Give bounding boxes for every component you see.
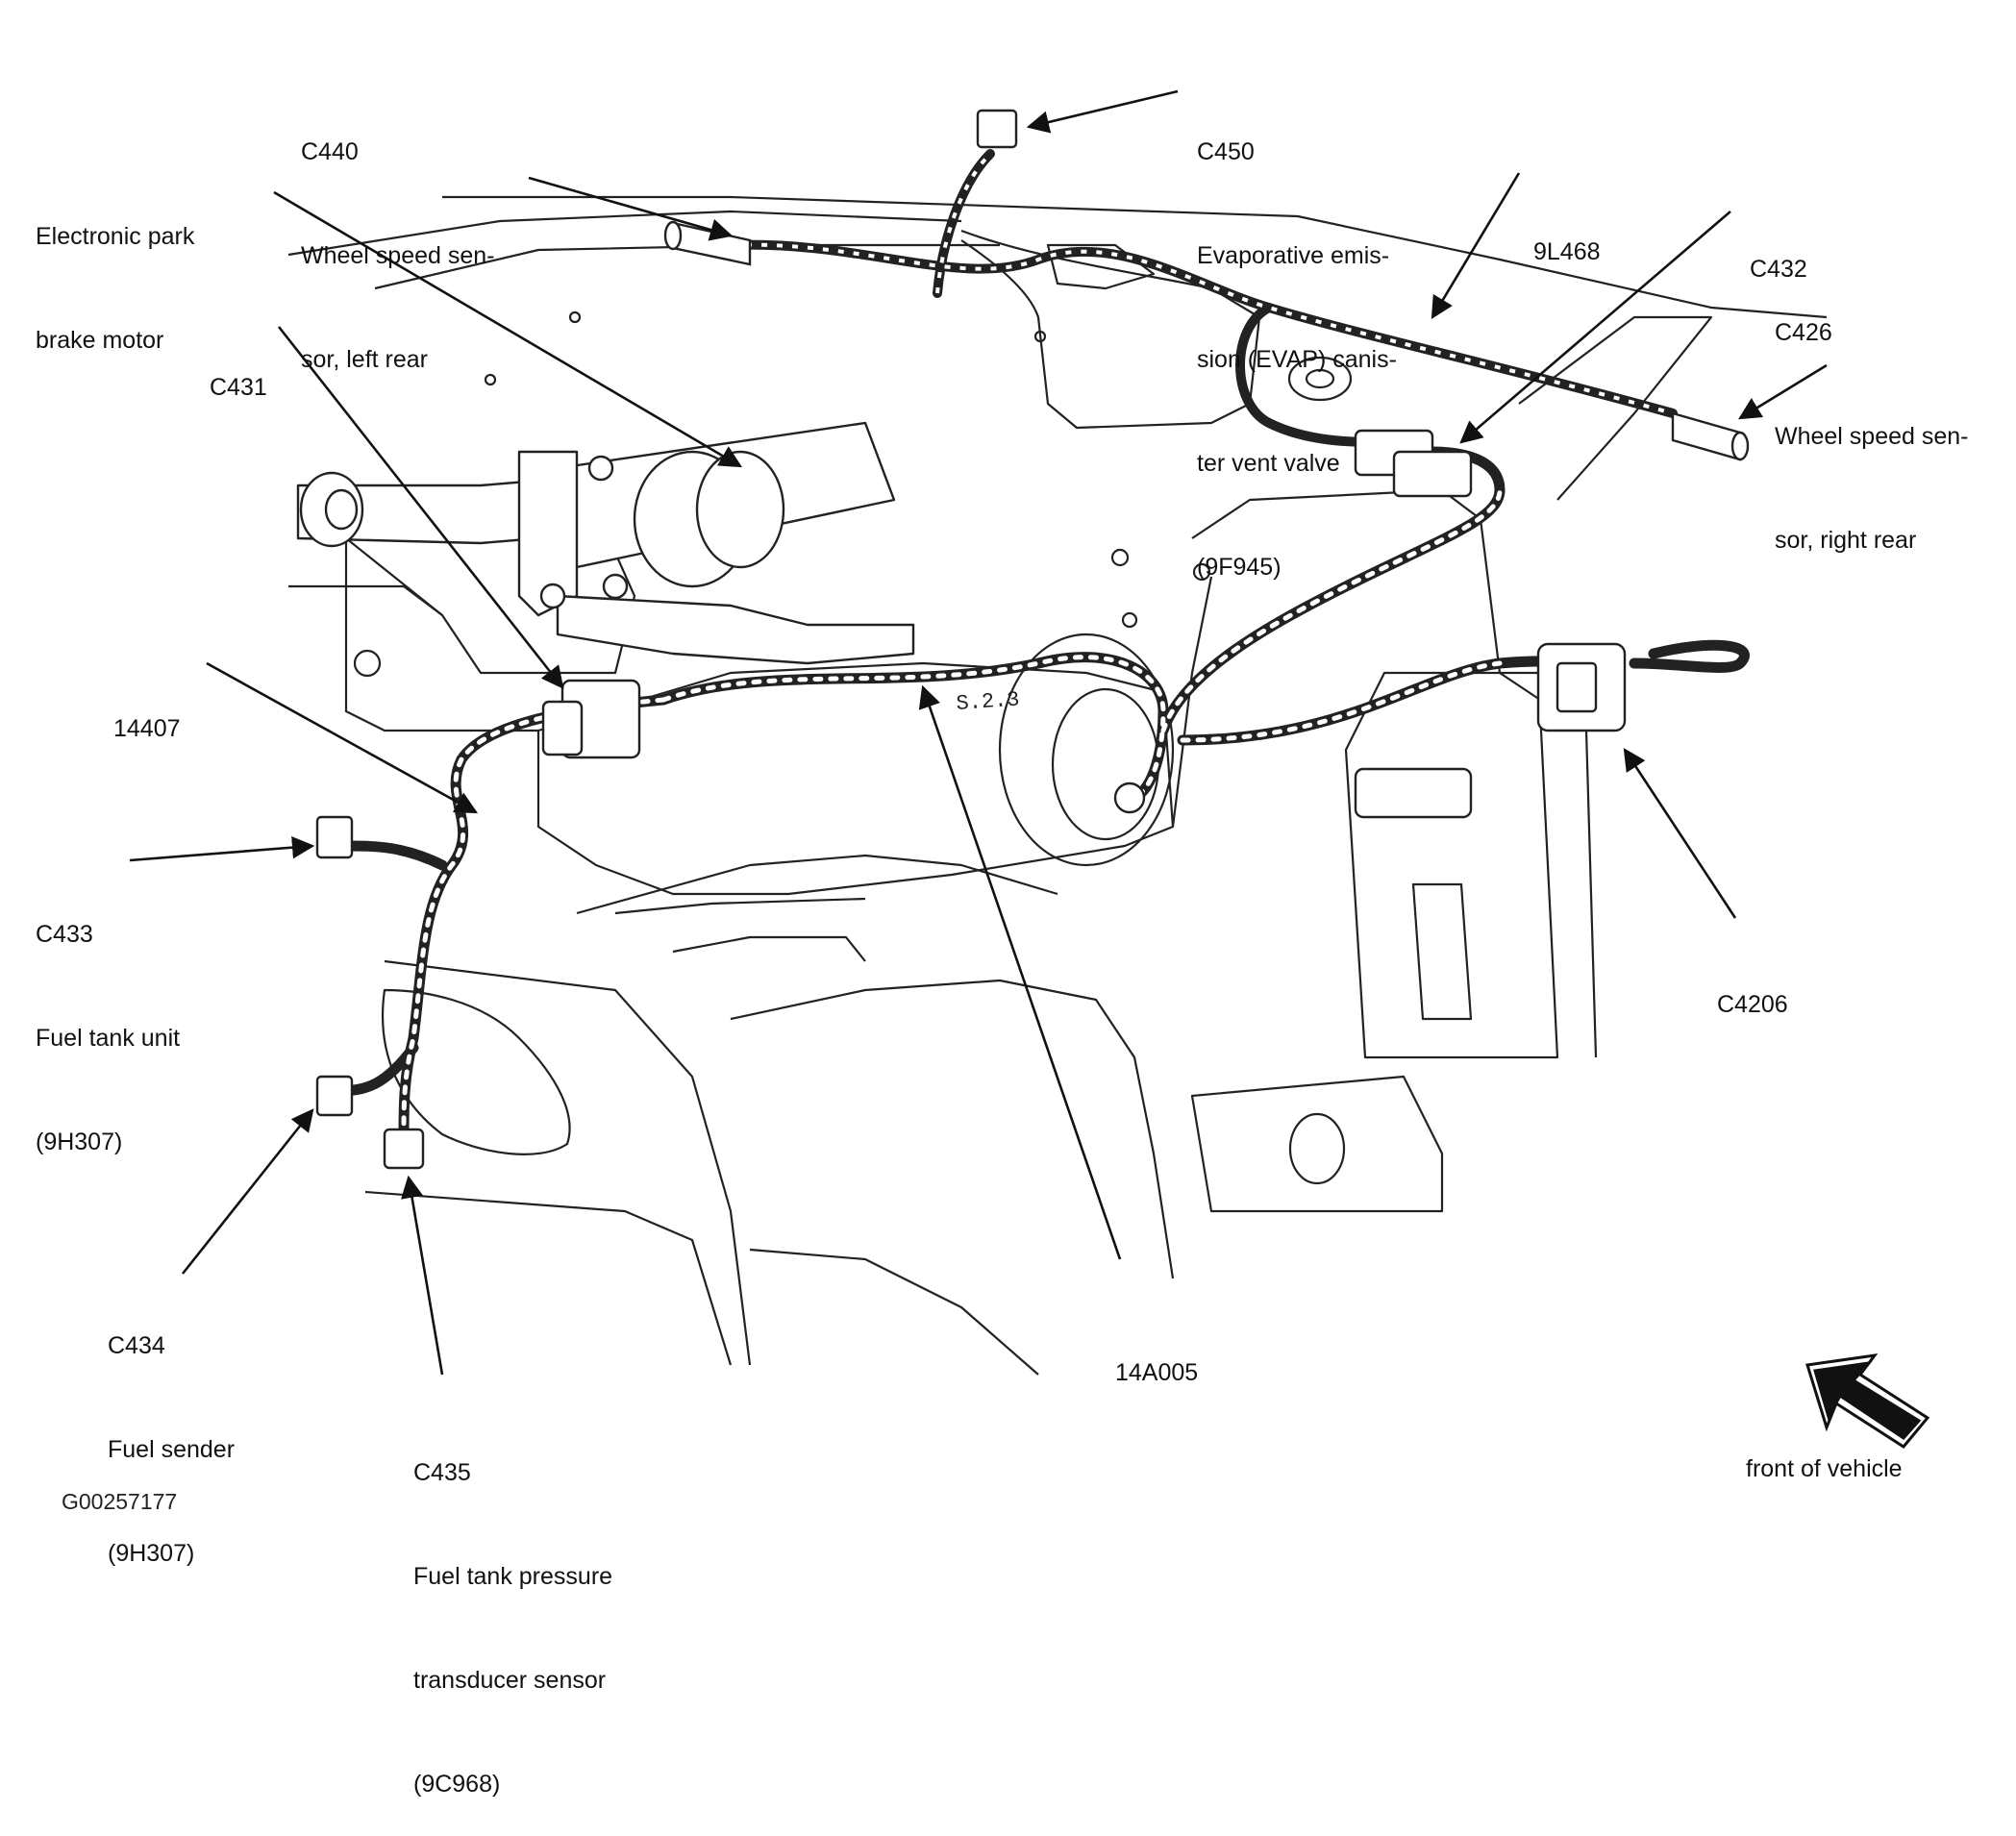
callout-c450: C450 Evaporative emis- sion (EVAP) canis… [1197,65,1397,619]
c435-line-3: transducer sensor [413,1667,607,1694]
9l468-line-1: 9L468 [1533,238,1601,265]
14a005-line-1: 14A005 [1115,1359,1199,1386]
callout-c432: C432 [1750,183,1807,321]
callout-c426: C426 Wheel speed sen- sor, right rear [1775,246,1969,592]
c450-line-5: (9F945) [1197,554,1282,581]
c450-line-3: sion (EVAP) canis- [1197,346,1397,373]
callout-c433: C433 Fuel tank unit (9H307) [36,848,180,1194]
c4206-line-1: C4206 [1717,991,1788,1018]
park-brake-line-1: Electronic park [36,223,195,250]
wiring-harness-drawing: S.2.3 [129,89,1930,1449]
callout-9l468: 9L468 [1533,165,1601,304]
c435-line-1: C435 [413,1459,471,1486]
callout-c4206: C4206 [1717,918,1788,1056]
wheel-speed-tubes [663,220,1750,461]
callout-c434: C434 Fuel sender (9H307) [108,1259,235,1605]
callout-c431: C431 [210,301,267,439]
c440-line-2: Wheel speed sen- [301,242,495,269]
c433-line-3: (9H307) [36,1129,123,1155]
leader-lines [129,89,1828,1376]
vehicle-body-outline [287,195,1828,1376]
c433-line-1: C433 [36,921,93,948]
callout-c435: C435 Fuel tank pressure transducer senso… [413,1386,612,1836]
figure-id: G00257177 [62,1489,178,1514]
c450-line-4: ter vent valve [1197,450,1340,477]
connectors [315,109,1627,1170]
callout-14407: 14407 [113,642,181,781]
c435-line-4: (9C968) [413,1771,501,1798]
callout-park-brake-motor: Electronic park brake motor [36,150,194,392]
c435-line-2: Fuel tank pressure [413,1563,613,1590]
c426-line-2: Wheel speed sen- [1775,423,1969,450]
c432-line-1: C432 [1750,256,1807,283]
front-of-vehicle-arrow [1805,1353,1930,1449]
c434-line-1: C434 [108,1332,165,1359]
park-brake-line-2: brake motor [36,327,164,354]
front-of-vehicle-label: front of vehicle [1746,1455,1903,1482]
drawing-mark: S.2.3 [956,687,1021,716]
callout-c440: C440 Wheel speed sen- sor, left rear [301,65,495,411]
c434-line-2: Fuel sender [108,1436,236,1463]
c431-line-1: C431 [210,374,267,401]
c426-line-1: C426 [1775,319,1832,346]
c426-line-3: sor, right rear [1775,527,1917,554]
c440-line-3: sor, left rear [301,346,428,373]
park-brake-motor [296,421,915,665]
c450-line-2: Evaporative emis- [1197,242,1390,269]
c434-line-3: (9H307) [108,1540,195,1567]
callout-14a005: 14A005 [1115,1286,1198,1425]
c450-line-1: C450 [1197,138,1255,165]
c433-line-2: Fuel tank unit [36,1025,181,1052]
c440-line-1: C440 [301,138,359,165]
14407-line-1: 14407 [113,715,181,742]
